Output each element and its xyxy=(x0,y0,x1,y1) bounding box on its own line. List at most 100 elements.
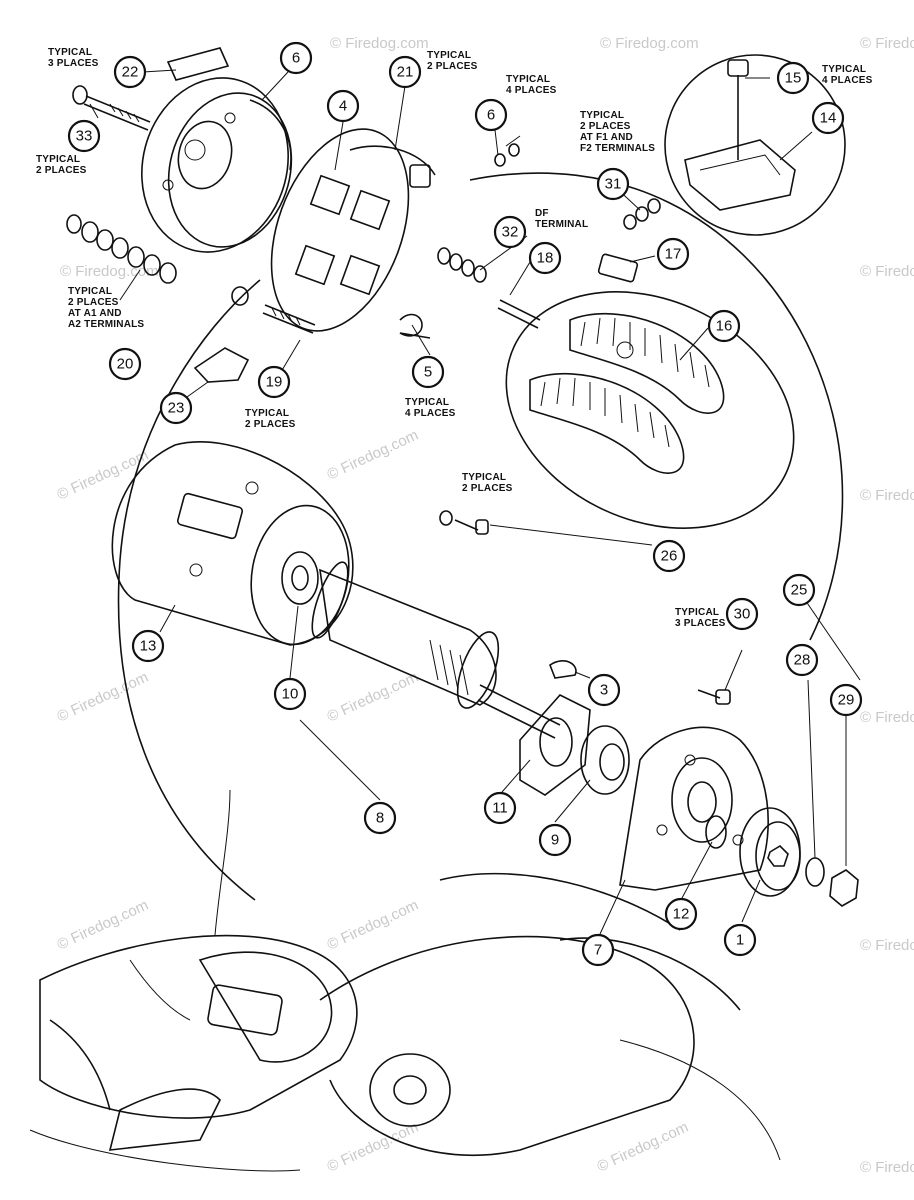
watermark: © Firedog.com xyxy=(860,1159,914,1176)
svg-text:14: 14 xyxy=(820,110,837,127)
svg-text:25: 25 xyxy=(791,582,808,599)
assembly-outline xyxy=(117,279,261,901)
bearing-retainer xyxy=(519,694,591,796)
svg-text:32: 32 xyxy=(502,224,519,241)
lock-washer xyxy=(805,857,825,887)
f-terminal-washers xyxy=(623,198,661,230)
callout-18: 18 xyxy=(528,241,562,275)
callout-10: 10 xyxy=(273,677,307,711)
callout-15: 15 xyxy=(776,61,810,95)
callout-31: 31 xyxy=(596,167,630,201)
svg-text:6: 6 xyxy=(292,50,300,67)
inset-detail xyxy=(664,54,846,236)
callout-6-right: 6 xyxy=(474,98,508,132)
brush-cover xyxy=(166,47,230,81)
bearing xyxy=(580,725,630,795)
note-typical-4-places-inset: TYPICAL 4 PLACES xyxy=(822,64,873,86)
watermark: © Firedog.com xyxy=(860,487,914,504)
leader-lines xyxy=(89,69,861,936)
note-df-terminal: DF TERMINAL xyxy=(535,208,588,230)
callout-29: 29 xyxy=(829,683,863,717)
callout-14: 14 xyxy=(811,101,845,135)
drive-end-housing xyxy=(619,726,769,891)
brush-plate xyxy=(270,128,436,332)
callout-5: 5 xyxy=(411,355,445,389)
field-coils xyxy=(505,291,795,529)
callout-11: 11 xyxy=(483,791,517,825)
df-terminal-hardware xyxy=(437,247,541,329)
svg-text:13: 13 xyxy=(140,638,157,655)
svg-text:3: 3 xyxy=(600,682,608,699)
callout-6: 6 xyxy=(279,41,313,75)
svg-text:18: 18 xyxy=(537,250,554,267)
nut xyxy=(829,869,859,907)
svg-text:16: 16 xyxy=(716,318,733,335)
note-typical-2-places-stud: TYPICAL 2 PLACES xyxy=(245,408,296,430)
svg-text:23: 23 xyxy=(168,400,185,417)
watermark: © Firedog.com xyxy=(600,35,699,52)
svg-text:29: 29 xyxy=(838,692,855,709)
terminal-insulator xyxy=(193,347,250,383)
svg-text:28: 28 xyxy=(794,652,811,669)
notes: TYPICAL 3 PLACES TYPICAL 2 PLACES TYPICA… xyxy=(36,47,873,629)
callout-28: 28 xyxy=(785,643,819,677)
callout-4: 4 xyxy=(326,89,360,123)
callout-8: 8 xyxy=(363,801,397,835)
callout-25: 25 xyxy=(782,573,816,607)
svg-text:4: 4 xyxy=(339,98,347,115)
callout-20: 20 xyxy=(108,347,142,381)
svg-text:22: 22 xyxy=(122,64,139,81)
svg-text:31: 31 xyxy=(605,176,622,193)
svg-text:17: 17 xyxy=(665,246,682,263)
installed-view xyxy=(29,872,781,1172)
callout-12: 12 xyxy=(664,897,698,931)
callout-7: 7 xyxy=(581,933,615,967)
callout-32: 32 xyxy=(493,215,527,249)
watermark: © Firedog.com xyxy=(860,263,914,280)
note-typical-2-places-screw: TYPICAL 2 PLACES xyxy=(462,472,513,494)
callout-22: 22 xyxy=(113,55,147,89)
callout-13: 13 xyxy=(131,629,165,663)
watermark: © Firedog.com xyxy=(325,427,422,484)
end-cap-assembly xyxy=(141,77,293,253)
svg-text:15: 15 xyxy=(785,70,802,87)
svg-text:30: 30 xyxy=(734,606,751,623)
callout-16: 16 xyxy=(707,309,741,343)
shaft-key xyxy=(549,660,577,679)
watermark: © Firedog.com xyxy=(325,897,422,954)
note-typical-4-places-spring: TYPICAL 4 PLACES xyxy=(405,397,456,419)
svg-text:1: 1 xyxy=(736,932,744,949)
watermark: © Firedog.com xyxy=(595,1119,692,1176)
svg-text:33: 33 xyxy=(76,128,93,145)
callout-1: 1 xyxy=(723,923,757,957)
callout-33: 33 xyxy=(67,119,101,153)
svg-text:10: 10 xyxy=(282,686,299,703)
svg-text:26: 26 xyxy=(661,548,678,565)
note-typical-4-places: TYPICAL 4 PLACES xyxy=(506,74,557,96)
svg-text:7: 7 xyxy=(594,942,602,959)
end-screw xyxy=(697,689,731,705)
through-bolt xyxy=(72,85,151,131)
note-typical-2-places: TYPICAL 2 PLACES xyxy=(427,50,478,72)
svg-text:9: 9 xyxy=(551,832,559,849)
callout-21: 21 xyxy=(388,55,422,89)
note-typical-2-places-bolt: TYPICAL 2 PLACES xyxy=(36,154,87,176)
watermark: © Firedog.com xyxy=(55,669,152,726)
housing-screw xyxy=(439,510,489,535)
watermark: © Firedog.com xyxy=(330,35,429,52)
armature xyxy=(311,561,561,739)
svg-text:11: 11 xyxy=(492,800,508,817)
washer-stack xyxy=(66,214,177,284)
spacer xyxy=(705,815,727,849)
callout-17: 17 xyxy=(656,237,690,271)
callout-9: 9 xyxy=(538,823,572,857)
watermark: © Firedog.com xyxy=(55,897,152,954)
motor-housing xyxy=(111,441,354,646)
callout-19: 19 xyxy=(257,365,291,399)
note-f-terminals: TYPICAL 2 PLACES AT F1 AND F2 TERMINALS xyxy=(580,110,655,154)
svg-text:8: 8 xyxy=(376,810,384,827)
watermarks: © Firedog.com © Firedog.com © Firedog.co… xyxy=(55,35,914,1176)
brush-spring xyxy=(399,313,431,339)
svg-text:19: 19 xyxy=(266,374,283,391)
